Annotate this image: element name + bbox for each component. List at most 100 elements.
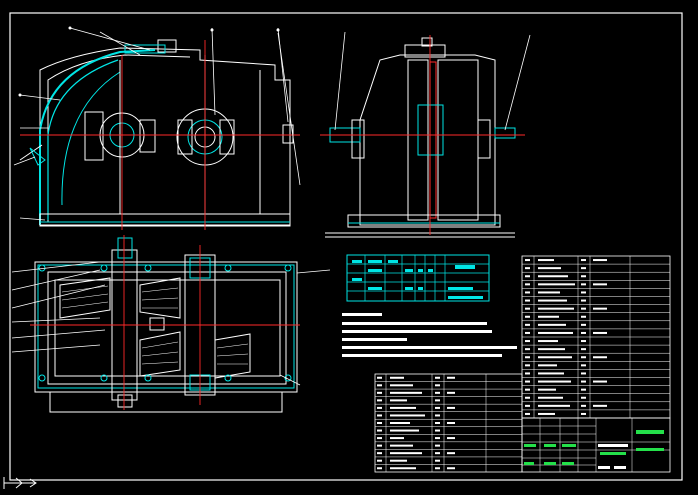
illegible-text-bar — [538, 267, 561, 270]
illegible-text-bar — [593, 356, 607, 359]
illegible-text-bar — [593, 331, 607, 334]
illegible-text-bar — [525, 291, 530, 294]
illegible-text-bar — [377, 444, 382, 447]
illegible-text-bar — [525, 307, 530, 310]
illegible-text-bar — [525, 412, 530, 415]
illegible-text-bar — [377, 437, 382, 440]
illegible-text-bar — [377, 429, 382, 432]
illegible-text-bar — [538, 396, 563, 399]
illegible-text-bar — [377, 376, 382, 379]
illegible-text-bar — [377, 414, 382, 417]
illegible-text-bar — [593, 380, 607, 383]
illegible-text-bar — [390, 444, 413, 447]
illegible-text-bar — [390, 384, 413, 387]
illegible-text-bar — [447, 437, 455, 440]
illegible-text-bar — [581, 404, 586, 407]
illegible-text-bar — [525, 315, 530, 318]
illegible-text-bar — [435, 452, 440, 455]
illegible-text-bar — [593, 259, 607, 262]
illegible-text-bar — [538, 259, 554, 262]
illegible-text-bar — [538, 364, 557, 367]
illegible-text-bar — [435, 437, 440, 440]
illegible-text-bar — [447, 391, 455, 394]
illegible-text-bar — [538, 356, 572, 359]
illegible-text-bar — [538, 412, 555, 415]
front-view — [19, 39, 294, 227]
illegible-text-bar — [581, 259, 586, 262]
illegible-text-bar — [525, 267, 530, 270]
illegible-text-bar — [538, 299, 567, 302]
illegible-text-bar — [525, 331, 530, 334]
illegible-text-bar — [435, 399, 440, 402]
illegible-text-bar — [581, 307, 586, 310]
illegible-text-bar — [377, 399, 382, 402]
illegible-text-bar — [435, 406, 440, 409]
illegible-text-bar — [435, 459, 440, 462]
illegible-text-bar — [525, 259, 530, 262]
illegible-text-bar — [377, 422, 382, 424]
illegible-text-bar — [447, 406, 455, 409]
illegible-text-bar — [593, 283, 607, 286]
illegible-text-bar — [581, 283, 586, 286]
illegible-text-bar — [581, 348, 586, 351]
illegible-text-bar — [377, 406, 382, 409]
illegible-text-bar — [525, 323, 530, 326]
front-view-leaders — [13, 27, 301, 221]
illegible-text-bar — [390, 422, 410, 424]
illegible-text-bar — [538, 323, 566, 326]
illegible-text-bar — [377, 459, 382, 462]
illegible-text-bar — [390, 399, 407, 402]
illegible-text-bar — [525, 356, 530, 359]
illegible-text-bar — [525, 380, 530, 383]
side-view — [325, 37, 516, 238]
illegible-text-bar — [390, 437, 404, 440]
technical-notes — [342, 313, 517, 357]
illegible-text-bar — [581, 275, 586, 278]
front-view-centerlines — [20, 40, 300, 230]
illegible-text-bar — [435, 467, 440, 470]
illegible-text-bar — [538, 275, 568, 278]
illegible-text-bar — [581, 380, 586, 383]
front-view-leader-dots — [18, 26, 280, 97]
illegible-text-bar — [525, 299, 530, 302]
illegible-text-bar — [435, 391, 440, 394]
illegible-text-bar — [581, 356, 586, 359]
illegible-text-bar — [447, 452, 455, 455]
illegible-text-bar — [435, 429, 440, 432]
illegible-text-bar — [435, 376, 440, 379]
illegible-text-bar — [525, 348, 530, 351]
illegible-text-bar — [390, 459, 407, 462]
side-view-centerlines — [320, 35, 525, 235]
illegible-text-bar — [377, 467, 382, 470]
top-view-leaders — [11, 261, 331, 386]
tech-spec-table — [346, 254, 490, 302]
illegible-text-bar — [581, 267, 586, 270]
illegible-text-bar — [525, 283, 530, 286]
illegible-text-bar — [581, 388, 586, 391]
illegible-text-bar — [447, 422, 455, 424]
illegible-text-bar — [390, 467, 416, 470]
illegible-text-bar — [538, 283, 575, 286]
illegible-text-bar — [581, 323, 586, 326]
top-view-bolts — [38, 264, 292, 382]
illegible-text-bar — [538, 340, 558, 343]
illegible-text-bar — [525, 404, 530, 407]
illegible-text-bar — [525, 340, 530, 343]
illegible-text-bar — [581, 396, 586, 399]
illegible-text-bar — [435, 422, 440, 424]
illegible-text-bar — [390, 376, 404, 379]
illegible-text-bar — [390, 452, 422, 455]
illegible-text-bar — [538, 372, 564, 375]
illegible-text-bar — [435, 444, 440, 447]
illegible-text-bar — [538, 315, 559, 318]
parts-list — [521, 255, 671, 419]
top-view-centerlines — [30, 235, 300, 410]
illegible-text-bar — [593, 404, 607, 407]
illegible-text-bar — [538, 291, 560, 294]
illegible-text-bar — [581, 340, 586, 343]
illegible-text-bar — [593, 307, 607, 310]
illegible-text-bar — [538, 307, 574, 310]
illegible-text-bar — [581, 331, 586, 334]
illegible-text-bar — [538, 380, 571, 383]
illegible-text-bar — [435, 414, 440, 417]
